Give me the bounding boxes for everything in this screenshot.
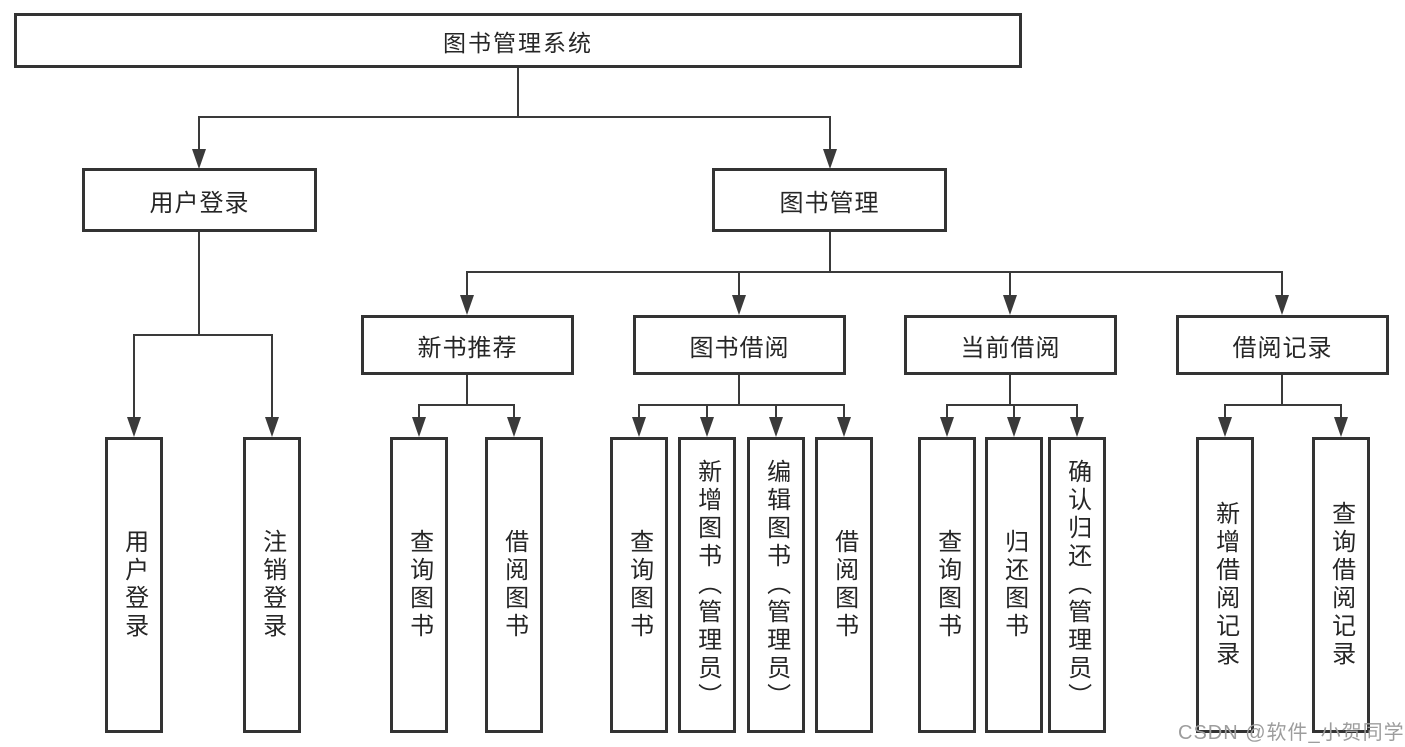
leaf-label: 归还图书 (1000, 529, 1028, 641)
arrow-down-icon (1007, 417, 1021, 437)
connector-line (706, 405, 708, 417)
connector-line (271, 335, 273, 417)
connector-line (466, 271, 1283, 273)
connector-line (638, 404, 845, 406)
node-label: 借阅记录 (1232, 334, 1333, 362)
leaf-query-books-recommendation: 查询图书 (390, 437, 448, 733)
leaf-query-books-current: 查询图书 (918, 437, 976, 733)
leaf-add-borrow-record: 新增借阅记录 (1196, 437, 1254, 733)
leaf-label: 注销登录 (258, 529, 286, 641)
arrow-down-icon (1003, 295, 1017, 315)
connector-line (1224, 404, 1342, 406)
connector-line (466, 375, 468, 406)
leaf-query-books-borrowing: 查询图书 (610, 437, 668, 733)
connector-line (133, 334, 273, 336)
watermark: CSDN @软件_小贺同学 (1178, 722, 1405, 744)
arrow-down-icon (507, 417, 521, 437)
node-book-management: 图书管理 (712, 168, 947, 232)
arrow-down-icon (1275, 295, 1289, 315)
connector-line (1340, 405, 1342, 417)
leaf-label: 查询图书 (933, 529, 961, 641)
leaf-add-book-admin: 新增图书（管理员） (678, 437, 736, 733)
node-library-management-system: 图书管理系统 (14, 13, 1022, 68)
leaf-label: 编辑图书（管理员） (762, 459, 790, 711)
node-label: 图书管理 (779, 189, 880, 217)
node-new-book-recommendation: 新书推荐 (361, 315, 574, 375)
node-label: 图书管理系统 (443, 29, 593, 56)
arrow-down-icon (265, 417, 279, 437)
node-current-borrowing: 当前借阅 (904, 315, 1117, 375)
leaf-label: 新增借阅记录 (1211, 501, 1239, 669)
leaf-borrow-books-borrowing: 借阅图书 (815, 437, 873, 733)
leaf-return-book: 归还图书 (985, 437, 1043, 733)
leaf-label: 查询图书 (625, 529, 653, 641)
connector-line (1009, 272, 1011, 296)
arrow-down-icon (823, 149, 837, 169)
arrow-down-icon (700, 417, 714, 437)
connector-line (1281, 375, 1283, 406)
connector-line (1224, 405, 1226, 417)
arrow-down-icon (837, 417, 851, 437)
connector-line (198, 116, 831, 118)
connector-line (133, 335, 135, 417)
connector-line (513, 405, 515, 417)
node-label: 用户登录 (149, 189, 250, 217)
leaf-label: 确认归还（管理员） (1063, 459, 1091, 711)
connector-line (1281, 272, 1283, 296)
connector-line (738, 272, 740, 296)
leaf-logout: 注销登录 (243, 437, 301, 733)
arrow-down-icon (1334, 417, 1348, 437)
connector-line (775, 405, 777, 417)
leaf-label: 新增图书（管理员） (693, 459, 721, 711)
connector-line (946, 404, 1078, 406)
leaf-query-borrow-record: 查询借阅记录 (1312, 437, 1370, 733)
leaf-label: 借阅图书 (830, 529, 858, 641)
arrow-down-icon (769, 417, 783, 437)
node-user-login: 用户登录 (82, 168, 317, 232)
connector-line (418, 404, 515, 406)
arrow-down-icon (192, 149, 206, 169)
connector-line (738, 375, 740, 406)
leaf-confirm-return-admin: 确认归还（管理员） (1048, 437, 1106, 733)
leaf-label: 用户登录 (120, 529, 148, 641)
connector-line (418, 405, 420, 417)
arrow-down-icon (1218, 417, 1232, 437)
leaf-borrow-books-recommendation: 借阅图书 (485, 437, 543, 733)
arrow-down-icon (460, 295, 474, 315)
node-borrowing-records: 借阅记录 (1176, 315, 1389, 375)
arrow-down-icon (632, 417, 646, 437)
leaf-edit-book-admin: 编辑图书（管理员） (747, 437, 805, 733)
connector-line (1009, 375, 1011, 406)
leaf-user-login: 用户登录 (105, 437, 163, 733)
connector-line (946, 405, 948, 417)
connector-line (843, 405, 845, 417)
connector-line (198, 232, 200, 335)
leaf-label: 查询图书 (405, 529, 433, 641)
connector-line (1076, 405, 1078, 417)
connector-line (1013, 405, 1015, 417)
connector-line (517, 68, 519, 117)
connector-line (829, 117, 831, 150)
node-book-borrowing: 图书借阅 (633, 315, 846, 375)
node-label: 图书借阅 (689, 334, 790, 362)
arrow-down-icon (127, 417, 141, 437)
arrow-down-icon (732, 295, 746, 315)
leaf-label: 查询借阅记录 (1327, 501, 1355, 669)
node-label: 新书推荐 (417, 334, 518, 362)
arrow-down-icon (940, 417, 954, 437)
arrow-down-icon (1070, 417, 1084, 437)
connector-line (466, 272, 468, 296)
leaf-label: 借阅图书 (500, 529, 528, 641)
connector-line (638, 405, 640, 417)
connector-line (198, 117, 200, 150)
connector-line (829, 232, 831, 272)
node-label: 当前借阅 (960, 334, 1061, 362)
arrow-down-icon (412, 417, 426, 437)
